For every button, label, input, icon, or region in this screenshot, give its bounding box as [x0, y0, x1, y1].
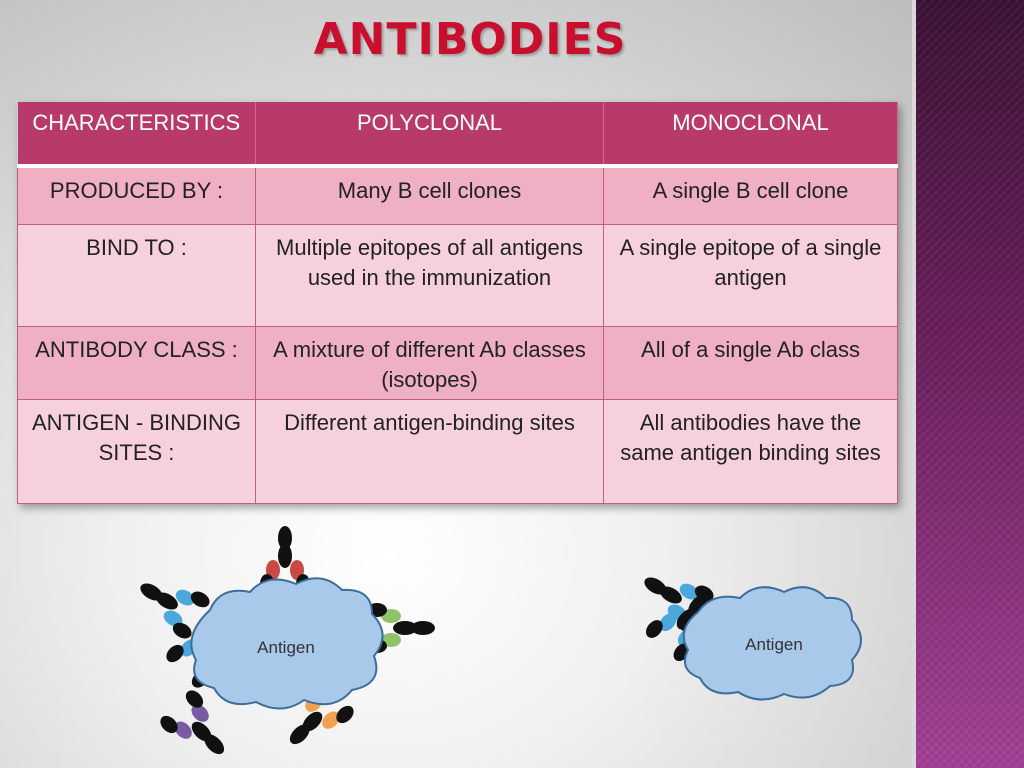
antigen-cloud-polyclonal: [190, 577, 384, 710]
slide-title: ANTIBODIES: [313, 14, 627, 65]
table-row-bind-to: BIND TO : Multiple epitopes of all antig…: [17, 223, 898, 327]
cell-polyclonal: A mixture of different Ab classes (isoto…: [255, 325, 604, 400]
cell-polyclonal: Many B cell clones: [255, 165, 604, 225]
cell-polyclonal: Different antigen-binding sites: [255, 398, 604, 504]
cell-characteristic: ANTIGEN - BINDING SITES :: [17, 398, 256, 504]
antigen-label-monoclonal: Antigen: [745, 635, 803, 654]
antibody-icon: [289, 680, 354, 745]
table-row-binding-sites: ANTIGEN - BINDING SITES : Different anti…: [17, 398, 898, 504]
antibody-diagram: Antigen Antigen: [140, 526, 862, 755]
cell-polyclonal: Multiple epitopes of all antigens used i…: [255, 223, 604, 327]
antibody-icon: [160, 690, 225, 755]
antibody-icon: [140, 583, 210, 639]
table-row-produced-by: PRODUCED BY : Many B cell clones A singl…: [17, 165, 898, 225]
cell-monoclonal: All antibodies have the same antigen bin…: [603, 398, 898, 504]
cell-monoclonal: A single B cell clone: [603, 165, 898, 225]
cell-characteristic: PRODUCED BY :: [17, 165, 256, 225]
antigen-label-polyclonal: Antigen: [257, 638, 315, 657]
decorative-side-strip: [912, 0, 1024, 768]
header-characteristics: CHARACTERISTICS: [17, 102, 256, 166]
comparison-table: CHARACTERISTICS POLYCLONAL MONOCLONAL PR…: [17, 102, 898, 504]
cell-monoclonal: A single epitope of a single antigen: [603, 223, 898, 327]
cell-monoclonal: All of a single Ab class: [603, 325, 898, 400]
table-row-antibody-class: ANTIBODY CLASS : A mixture of different …: [17, 325, 898, 400]
table-header-row: CHARACTERISTICS POLYCLONAL MONOCLONAL: [17, 102, 898, 166]
cell-characteristic: ANTIBODY CLASS :: [17, 325, 256, 400]
antigen-cloud-monoclonal: [682, 586, 862, 701]
cell-characteristic: BIND TO :: [17, 223, 256, 327]
header-polyclonal: POLYCLONAL: [255, 102, 604, 166]
header-monoclonal: MONOCLONAL: [603, 102, 898, 166]
